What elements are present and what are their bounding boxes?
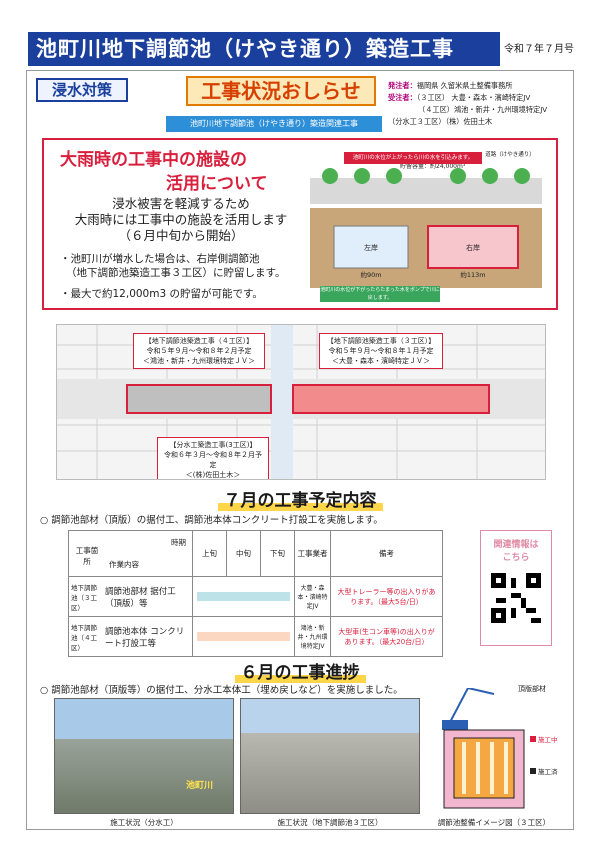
qr-code-icon[interactable] bbox=[491, 573, 541, 623]
issuer-line: 発注者：福岡県 久留米県土整備事務所 bbox=[388, 81, 513, 90]
river-label: 池町川 bbox=[185, 781, 213, 791]
right-pool-label: 右岸 bbox=[466, 243, 480, 252]
category-tag: 浸水対策 bbox=[36, 78, 128, 102]
notice-banner: 工事状況おしらせ bbox=[186, 76, 376, 106]
zone-4-area bbox=[126, 384, 272, 414]
info-bullet: ・最大で約12,000m3 の貯留が可能です。 bbox=[60, 288, 263, 300]
column-grid bbox=[462, 742, 508, 794]
col-late: 下旬 bbox=[260, 530, 295, 577]
right-pool bbox=[427, 225, 519, 269]
june-section-desc: ○ 調節池部材（頂版等）の据付工、分水工本体工（埋め戻しなど）を実施しました。 bbox=[40, 685, 403, 696]
road-label: 道路（けやき通り） bbox=[485, 150, 535, 158]
schedule-table: 時期 工事箇所 作業内容 上旬 中旬 下旬 工事業者 備考 地下調節池（３工区）… bbox=[68, 530, 443, 657]
sub-banner: 池町川地下調節池（けやき通り）築造関連工事 bbox=[166, 116, 382, 132]
photo-diversion-caption: 施工状況（分水工） bbox=[110, 818, 178, 827]
left-pool bbox=[333, 225, 409, 269]
col-remarks: 備考 bbox=[330, 530, 443, 577]
zone-3-area bbox=[292, 384, 490, 414]
diagram-note-top: 池町川の水位が上がったら川の水を引込みます。 bbox=[344, 152, 482, 164]
info-bullet: （地下調節池築造工事３工区）に貯留します。 bbox=[66, 267, 286, 279]
issuer-block: 発注者：福岡県 久留米県土整備事務所 受注者：（３工区） 大豊・森本・濱崎特定J… bbox=[388, 80, 547, 128]
col-early: 上旬 bbox=[192, 530, 227, 577]
table-row: 地下調節池（４工区） 調節池本体 コンクリート打設工等 鴻池・新井・九州環境特定… bbox=[68, 616, 443, 657]
col-mid: 中旬 bbox=[226, 530, 261, 577]
schedule-bar bbox=[197, 632, 290, 641]
july-section-desc: ○ 調節池部材（頂版）の据付工、調節池本体コンクリート打設工を実施します。 bbox=[40, 515, 383, 526]
issuer-line: （分水工３工区）（株）佐田土木 bbox=[388, 117, 493, 126]
left-length-label: 約90m bbox=[360, 270, 381, 279]
legend-done-label: 施工済 bbox=[538, 768, 558, 776]
crane-icon bbox=[447, 686, 495, 727]
schedule-bar bbox=[197, 592, 290, 601]
info-title: 大雨時の工事中の施設の 活用について bbox=[60, 150, 268, 194]
crane-base bbox=[442, 720, 468, 730]
callout-zone-3: 【地下調節池築造工事（３工区）】令和５年９月～令和８年１月予定＜大豊・森本・濱崎… bbox=[319, 333, 443, 369]
issuer-line: 受注者：（３工区） 大豊・森本・濱崎特定JV bbox=[388, 93, 531, 102]
capacity-label: 貯留容量：約24,000m³ bbox=[400, 162, 466, 170]
june-section-title: ６月の工事進捗 bbox=[0, 658, 600, 683]
left-pool-label: 左岸 bbox=[364, 243, 378, 252]
site-map: 【地下調節池築造工事（４工区）】令和５年９月～令和８年２月予定＜鴻池・新井・九州… bbox=[56, 324, 546, 480]
july-section-title: ７月の工事予定内容 bbox=[0, 486, 600, 511]
diagram-note-bottom: 池町川の水位が下がったらたまった水をポンプで川に戻します。 bbox=[320, 286, 440, 302]
table-row: 地下調節池（３工区） 調節池部材 据付工（頂版）等 大豊・森本・濱崎特定JV 大… bbox=[68, 576, 443, 617]
photo-reservoir-caption: 施工状況（地下調節池３工区） bbox=[277, 818, 383, 827]
related-info-qr[interactable]: 関連情報は こちら bbox=[480, 530, 552, 646]
river-band bbox=[271, 325, 293, 479]
col-company: 工事業者 bbox=[294, 530, 331, 577]
reservoir-figure: 頂版部材 施工中 施工済 bbox=[428, 685, 558, 818]
legend-active-label: 施工中 bbox=[538, 736, 558, 744]
info-bullet: ・池町川が増水した場合は、右岸側調節池 bbox=[60, 253, 260, 265]
table-corner-cell: 時期 工事箇所 作業内容 bbox=[68, 530, 193, 577]
issue-date: 令和７年７月号 bbox=[504, 44, 574, 55]
legend-active-swatch bbox=[530, 736, 536, 742]
reservoir-figure-svg bbox=[442, 686, 536, 809]
issuer-line: （４工区）鴻池・新井・九州環境特定JV bbox=[418, 105, 548, 114]
content-frame bbox=[26, 70, 574, 830]
photo-diversion: 池町川 bbox=[54, 698, 234, 814]
callout-diversion: 【分水工築造工事(3工区)】令和６年３月～令和８年２月予定＜(株)佐田土木＞ bbox=[157, 437, 269, 479]
tree-row bbox=[322, 168, 530, 184]
cross-section-diagram: 左岸 右岸 約90m 約113m 貯留容量：約24,000m³ 道路（けやき通り… bbox=[300, 148, 550, 303]
figure-caption: 調節池整備イメージ図（３工区） bbox=[437, 818, 551, 827]
top-slab-label: 頂版部材 bbox=[518, 685, 546, 693]
map-svg bbox=[57, 325, 545, 479]
callout-zone-4: 【地下調節池築造工事（４工区）】令和５年９月～令和８年２月予定＜鴻池・新井・九州… bbox=[133, 333, 265, 369]
legend-done-swatch bbox=[530, 768, 536, 774]
diagram-svg: 左岸 右岸 約90m 約113m 貯留容量：約24,000m³ 道路（けやき通り… bbox=[300, 148, 550, 303]
info-lead: 浸水被害を軽減するため 大雨時には工事中の施設を活用します （６月中旬から開始） bbox=[74, 196, 288, 243]
photo-reservoir bbox=[240, 698, 420, 814]
right-length-label: 約113m bbox=[460, 270, 485, 279]
page-header: 池町川地下調節池（けやき通り）築造工事 bbox=[28, 32, 500, 66]
road-surface bbox=[310, 178, 542, 204]
